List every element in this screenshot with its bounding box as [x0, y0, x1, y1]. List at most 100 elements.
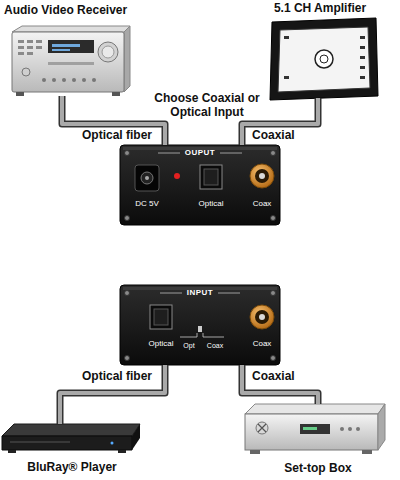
device-label: Set-top Box [284, 462, 351, 476]
amplifier-illustration-part [360, 36, 365, 39]
settop-illustration-part [300, 424, 330, 434]
settop-illustration-part [348, 427, 352, 431]
converter-input-panel-part [271, 356, 276, 361]
converter-input-panel-part [218, 293, 240, 294]
converter-output-panel-part [125, 216, 130, 221]
device-label: Audio Video Receiver [4, 4, 127, 18]
settop-illustration-part [303, 427, 317, 430]
settop-illustration-part [378, 404, 385, 450]
amplifier-illustration-part [270, 18, 378, 100]
cable [62, 96, 165, 145]
receiver-illustration-part [98, 42, 118, 62]
converter-input-panel [120, 285, 280, 365]
converter-input-panel-part [125, 356, 130, 361]
receiver-illustration-part [72, 78, 76, 82]
receiver-illustration-part [48, 40, 94, 53]
converter-output-panel-part [255, 169, 269, 183]
amplifier-illustration-part [360, 56, 365, 59]
converter-output-panel [120, 145, 280, 225]
receiver-illustration-part [124, 26, 130, 92]
device-label: 5.1 CH Amplifier [274, 2, 366, 16]
cable-outline [242, 365, 318, 404]
converter-output-panel-part [120, 145, 280, 225]
settop-illustration-part [256, 422, 268, 434]
receiver-illustration-part [27, 46, 33, 49]
converter-output-panel-part [250, 164, 274, 188]
cable-outline [62, 96, 165, 145]
amplifier-illustration-part [284, 36, 289, 39]
device: Set-top Box [242, 404, 390, 478]
cable-label: Optical fiber [80, 370, 154, 384]
receiver-illustration-part [62, 78, 66, 82]
converter-output-panel-part [158, 153, 180, 154]
settop-illustration-part [340, 427, 344, 431]
amplifier-illustration-part [360, 46, 365, 49]
settop-illustration-part [250, 450, 260, 454]
receiver-illustration-part [36, 40, 42, 43]
amplifier-illustration-part [284, 76, 289, 79]
amplifier-illustration-part [360, 66, 365, 69]
converter-input-panel-part [250, 305, 274, 329]
converter-output-panel-part [145, 176, 149, 180]
receiver-illustration-part [27, 52, 33, 55]
receiver-illustration-part [112, 92, 120, 96]
receiver-illustration-part [36, 46, 42, 49]
converter-output-panel-part [271, 216, 276, 221]
receiver-illustration-part [12, 26, 130, 32]
cable-core [62, 96, 165, 145]
settop-illustration [245, 404, 385, 454]
converter-output-panel-part [259, 173, 265, 179]
port-label: Optical [149, 339, 174, 348]
amplifier-illustration-part [315, 50, 333, 68]
switch-label: Coax [207, 342, 223, 350]
player-illustration-part [2, 424, 140, 436]
cable [242, 365, 318, 404]
player-illustration-part [111, 442, 114, 445]
receiver-illustration-part [22, 68, 30, 76]
player-illustration-part [8, 450, 16, 453]
converter-box: OUPUTDC 5VOpticalCoax [120, 145, 280, 225]
amplifier-illustration [270, 18, 378, 100]
receiver-illustration-part [52, 49, 70, 51]
panel-heading: INPUT [187, 288, 214, 297]
cable-outline [60, 365, 165, 424]
receiver-illustration-part [18, 52, 24, 55]
converter-input-panel-part [203, 333, 224, 337]
amplifier-illustration-part [360, 76, 365, 79]
converter-output-panel-part [174, 173, 180, 179]
receiver-illustration-part [18, 46, 24, 49]
cable-core [242, 365, 318, 404]
settop-illustration-part [362, 450, 372, 454]
converter-input-panel-part [154, 309, 168, 325]
converter-input-panel-part [150, 305, 172, 329]
converter-input-panel-part [259, 314, 265, 320]
cable-core [60, 365, 165, 424]
receiver-illustration-part [92, 78, 96, 82]
device: 5.1 CH Amplifier [258, 2, 380, 98]
cable-label: Optical fiber [80, 129, 154, 143]
converter-output-panel-part [200, 165, 222, 189]
port-label: Coax [253, 339, 272, 348]
port-label: Coax [253, 199, 272, 208]
player-illustration-part [118, 450, 126, 453]
amplifier-illustration-part [320, 55, 328, 63]
callout-note: Choose Coaxial or Optical Input [145, 92, 269, 120]
converter-output-panel-part [141, 172, 153, 184]
device: Audio Video Receiver [4, 4, 152, 96]
converter-input-panel-part [198, 326, 202, 332]
cable-outline [242, 98, 318, 145]
receiver-illustration-part [102, 46, 114, 58]
receiver-illustration-part [48, 62, 94, 65]
cable [60, 365, 165, 424]
player-illustration-part [2, 436, 132, 450]
converter-input-panel-part [120, 285, 280, 365]
player-illustration [2, 424, 140, 453]
converter-input-panel-part [125, 291, 130, 296]
port-label: Optical [199, 199, 224, 208]
receiver-illustration-part [82, 78, 86, 82]
device: BluRay® Player [0, 424, 145, 478]
settop-illustration-part [356, 427, 360, 431]
